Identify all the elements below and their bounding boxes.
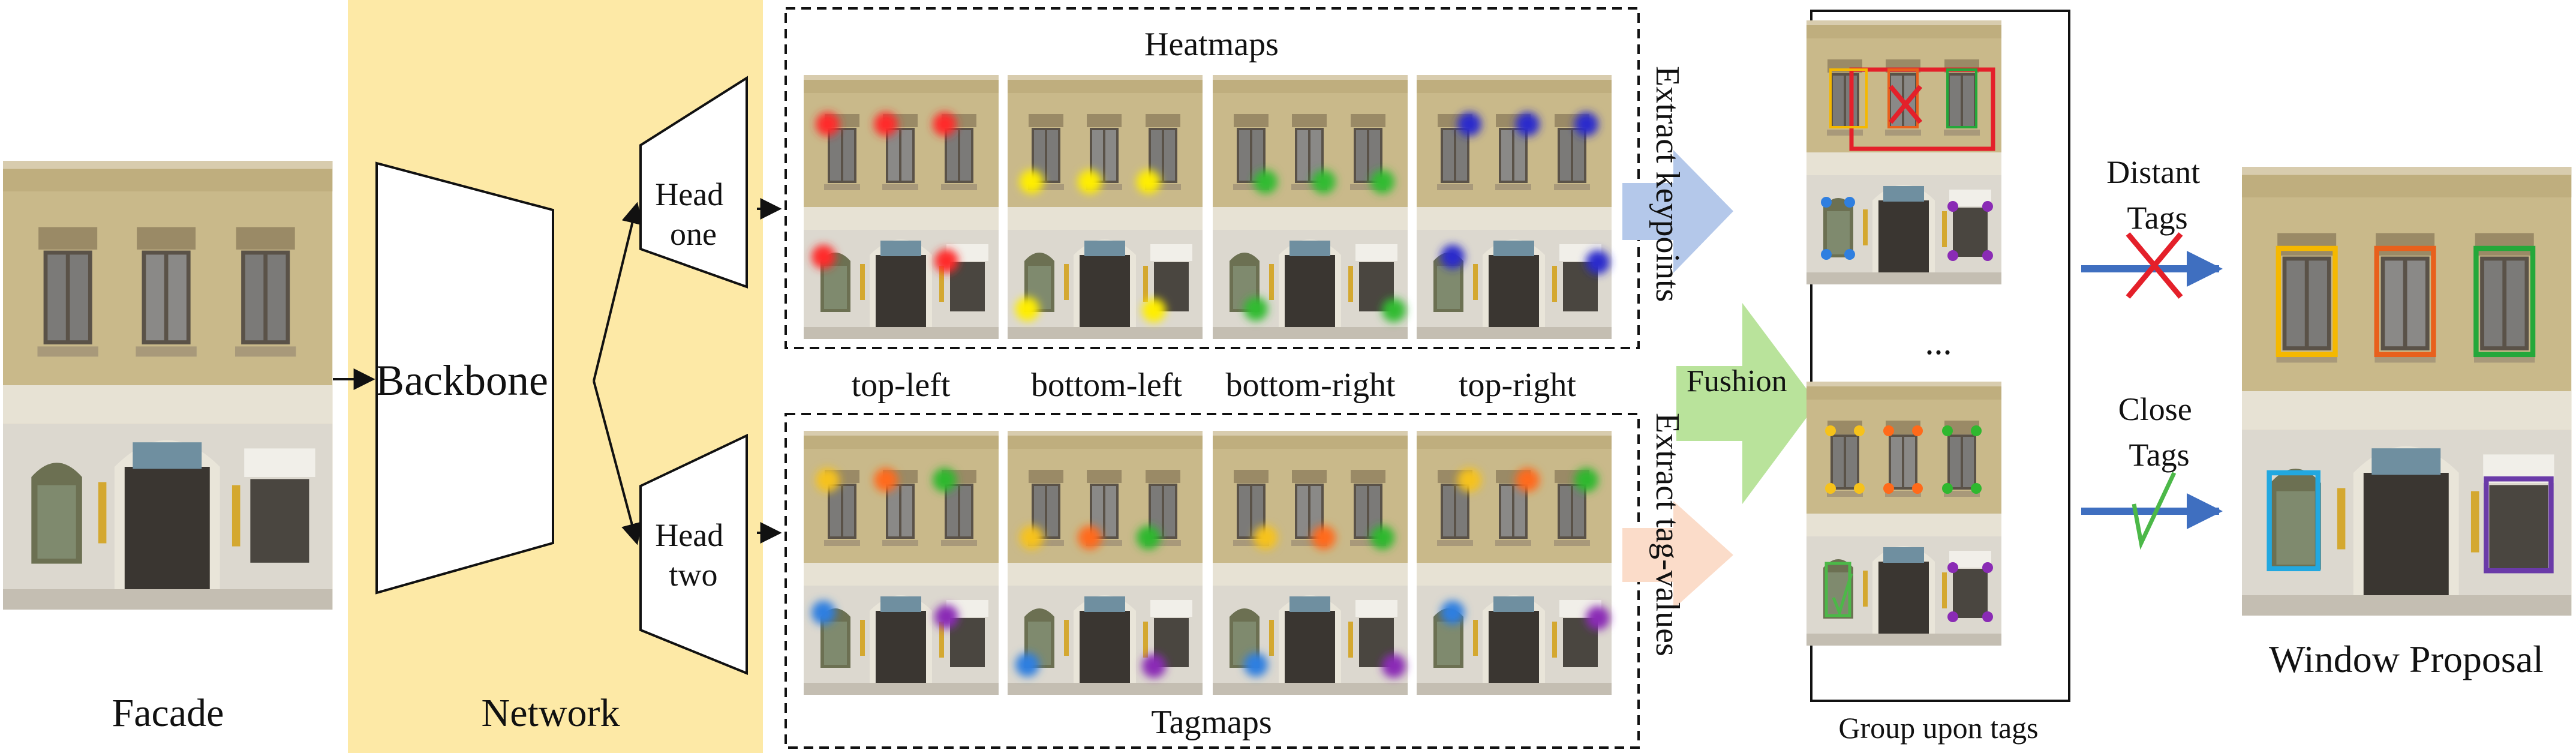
reject-cross-icon xyxy=(2126,232,2183,299)
arrow-backbone-to-head-one xyxy=(593,202,643,382)
distant-tags-label: Distant Tags xyxy=(2106,154,2208,236)
fusion-arrow xyxy=(1676,303,1817,504)
backbone-label: Backbone xyxy=(375,356,548,404)
group-image-top xyxy=(1806,20,2001,284)
arrow-backbone-to-head-two xyxy=(593,380,643,545)
corner-label-top-left: top-left xyxy=(852,367,951,404)
head-one-label: Head one xyxy=(655,176,731,252)
corner-label-top-right: top-right xyxy=(1459,367,1576,404)
group-image-bottom xyxy=(1806,382,2001,646)
backbone-block xyxy=(375,161,554,595)
close-tags-label: Close Tags xyxy=(2118,391,2201,473)
window-proposal-label: Window Proposal xyxy=(2269,638,2544,680)
heatmap-bottom-left xyxy=(1008,75,1203,339)
head-two-label: Head two xyxy=(655,517,731,593)
group-ellipsis: ... xyxy=(1925,322,1952,362)
head-two-block xyxy=(639,433,748,675)
corner-label-bottom-right: bottom-right xyxy=(1225,367,1396,404)
corner-label-bottom-left: bottom-left xyxy=(1031,367,1182,404)
heatmap-top-right xyxy=(1417,75,1612,339)
extract-tag-values-arrow xyxy=(1622,501,1733,609)
facade-input-image xyxy=(3,161,333,610)
facade-label: Facade xyxy=(112,691,224,735)
tagmap-bottom-right xyxy=(1213,431,1408,695)
network-label: Network xyxy=(482,691,620,735)
accept-check-icon xyxy=(2132,472,2177,550)
window-proposal-image xyxy=(2242,167,2572,616)
tagmap-bottom-left xyxy=(1008,431,1203,695)
extract-tag-values-label: Extract tag-values xyxy=(1649,413,1686,656)
heatmaps-title: Heatmaps xyxy=(1144,26,1279,63)
head-one-block xyxy=(639,76,748,289)
heatmap-top-left xyxy=(804,75,999,339)
heatmap-bottom-right xyxy=(1213,75,1408,339)
extract-keypoints-label: Extract keypoints xyxy=(1649,66,1686,302)
group-panel xyxy=(1810,10,2070,702)
tagmap-top-right xyxy=(1417,431,1612,695)
group-upon-tags-label: Group upon tags xyxy=(1838,711,2038,745)
fusion-label: Fushion xyxy=(1687,364,1787,398)
tagmaps-title: Tagmaps xyxy=(1151,704,1272,741)
tagmap-top-left xyxy=(804,431,999,695)
heatmaps-panel xyxy=(784,7,1640,349)
extract-keypoints-arrow xyxy=(1622,150,1733,273)
